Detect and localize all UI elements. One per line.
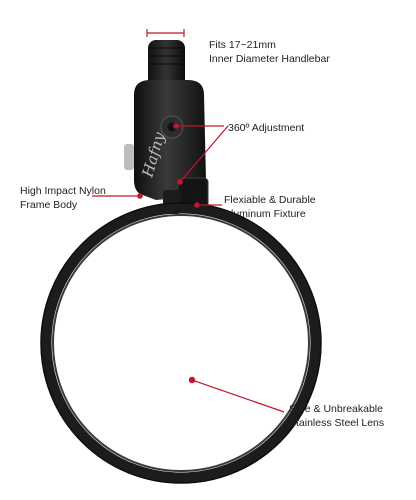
lens-annotation: Safe & Unbreakable Stainless Steel Lens	[289, 403, 385, 429]
callout-dot-fixture	[194, 202, 200, 208]
callout-dot-lens	[188, 376, 196, 384]
mirror-ring	[40, 202, 322, 484]
callouts	[92, 125, 285, 413]
callout-dot-frame	[137, 193, 143, 199]
frame-body: Hafny	[124, 80, 206, 200]
callout-dot-adjustment	[173, 123, 179, 129]
side-screw	[124, 144, 134, 170]
diameter-indicator	[146, 29, 185, 37]
callout-dot-pivot	[177, 179, 183, 185]
fixture-annotation: Flexiable & Durable Aluminum Fixture	[224, 194, 316, 220]
fit-annotation: Fits 17~21mm Inner Diameter Handlebar	[209, 39, 330, 65]
frame-annotation: High Impact Nylon Frame Body	[20, 185, 106, 211]
adjustment-annotation: 360º Adjustment	[228, 122, 305, 134]
